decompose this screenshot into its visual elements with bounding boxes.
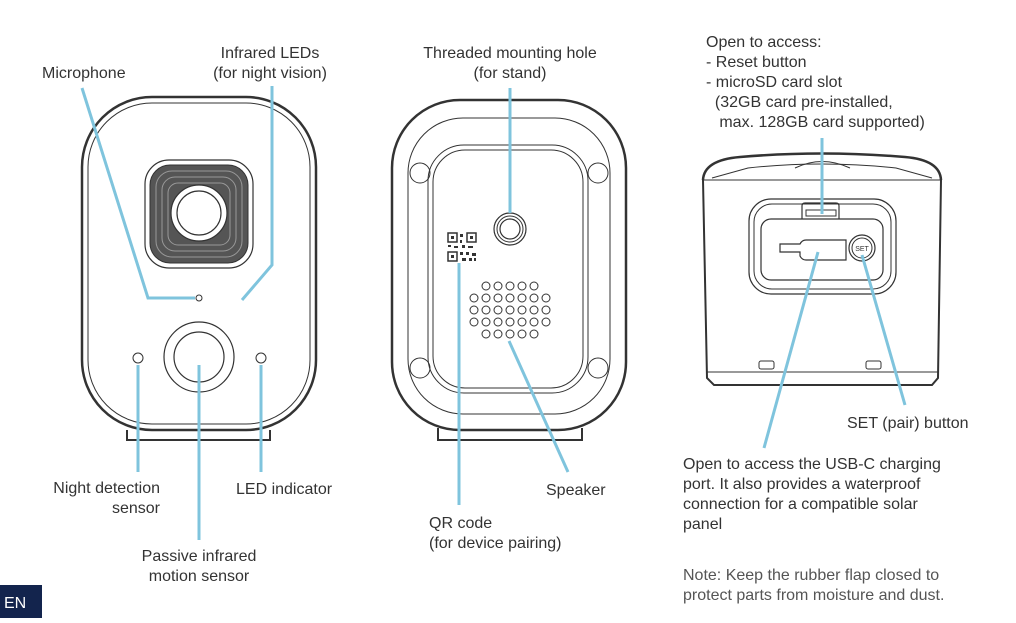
label-set-button: SET (pair) button xyxy=(847,415,969,432)
leader-set-button xyxy=(860,254,907,406)
usb-c-port-icon xyxy=(779,239,847,261)
label-night-sensor: Night detection sensor xyxy=(53,480,160,517)
speaker-hole xyxy=(529,305,539,315)
label-microphone: Microphone xyxy=(42,65,126,82)
speaker-hole xyxy=(505,329,515,339)
speaker-hole xyxy=(493,317,503,327)
camera-back-view xyxy=(390,98,628,441)
speaker-hole xyxy=(517,317,527,327)
speaker-grille-icon xyxy=(469,281,551,339)
label-qr-code: QR code (for device pairing) xyxy=(429,515,562,552)
speaker-hole xyxy=(517,281,527,291)
night-sensor-icon xyxy=(132,352,144,364)
bottom-leader-lines xyxy=(762,138,907,449)
speaker-hole xyxy=(541,305,551,315)
speaker-hole xyxy=(529,317,539,327)
speaker-hole xyxy=(541,293,551,303)
speaker-hole xyxy=(469,305,479,315)
speaker-hole xyxy=(541,317,551,327)
set-button-glyph: SET xyxy=(855,246,869,253)
speaker-hole xyxy=(481,317,491,327)
mount-hole-icon xyxy=(493,212,527,246)
label-pir-sensor: Passive infrared motion sensor xyxy=(141,548,257,585)
label-speaker: Speaker xyxy=(546,482,606,499)
qr-code-icon xyxy=(447,232,477,262)
speaker-hole xyxy=(481,305,491,315)
speaker-hole xyxy=(505,293,515,303)
speaker-hole xyxy=(481,281,491,291)
speaker-hole xyxy=(493,305,503,315)
leader-microphone xyxy=(80,87,195,300)
leader-usb-port xyxy=(762,251,820,449)
speaker-hole xyxy=(517,305,527,315)
label-open-access: Open to access: - Reset button - microSD… xyxy=(706,34,925,131)
label-mount-hole: Threaded mounting hole (for stand) xyxy=(423,45,597,82)
label-infrared-leds: Infrared LEDs (for night vision) xyxy=(213,45,327,82)
label-led-indicator: LED indicator xyxy=(236,481,333,498)
note-text: Note: Keep the rubber flap closed to pro… xyxy=(683,567,945,604)
speaker-hole xyxy=(505,305,515,315)
leader-infrared-leds xyxy=(240,86,274,301)
speaker-hole xyxy=(481,329,491,339)
led-indicator-icon xyxy=(255,352,267,364)
speaker-hole xyxy=(517,293,527,303)
camera-lens-icon xyxy=(144,159,254,269)
front-leader-lines xyxy=(80,86,274,540)
speaker-hole xyxy=(529,329,539,339)
speaker-hole xyxy=(469,293,479,303)
microphone-hole-icon xyxy=(195,294,203,302)
speaker-hole xyxy=(505,281,515,291)
camera-front-view xyxy=(80,95,318,441)
label-usb-port: Open to access the USB-C charging port. … xyxy=(683,456,941,533)
speaker-hole xyxy=(505,317,515,327)
speaker-hole xyxy=(493,329,503,339)
leader-speaker xyxy=(507,340,570,473)
speaker-hole xyxy=(529,281,539,291)
language-badge: EN xyxy=(0,585,42,618)
back-leader-lines xyxy=(457,88,570,505)
speaker-hole xyxy=(517,329,527,339)
speaker-hole xyxy=(493,281,503,291)
speaker-hole xyxy=(469,317,479,327)
speaker-hole xyxy=(481,293,491,303)
speaker-hole xyxy=(493,293,503,303)
speaker-hole xyxy=(529,293,539,303)
